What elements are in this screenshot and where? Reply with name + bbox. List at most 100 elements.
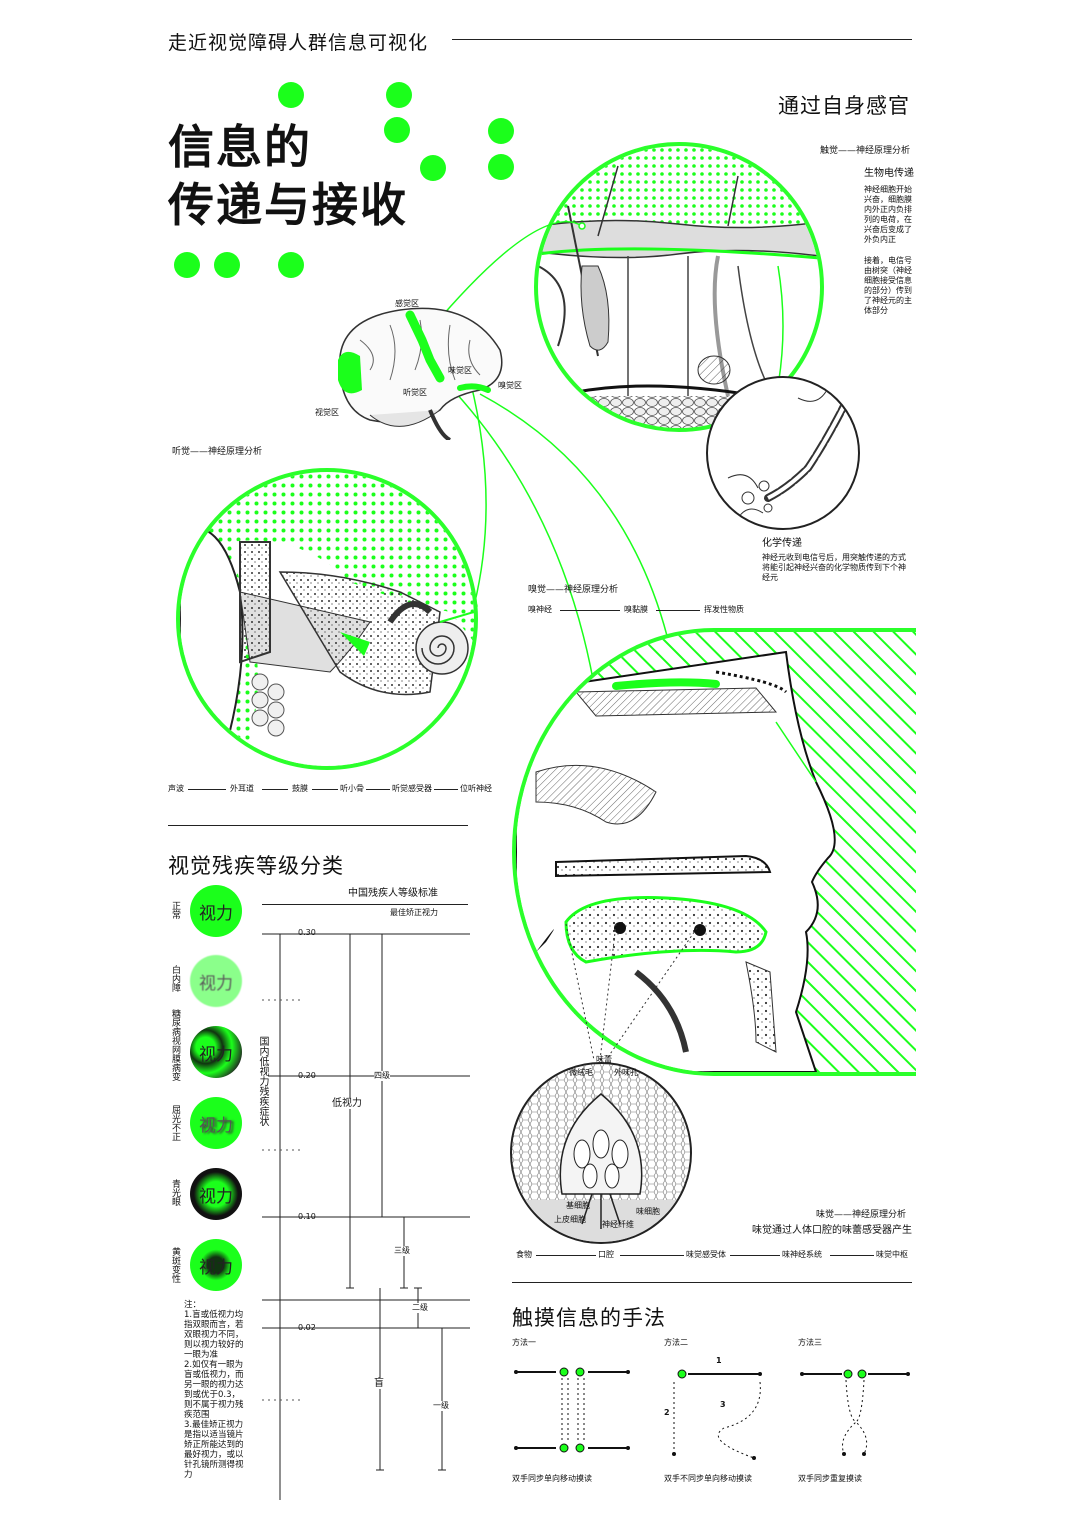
brain-label-smell: 嗅觉区 [498, 381, 522, 390]
hearing-step-3: 鼓膜 [292, 784, 308, 793]
brain-label-sense: 感觉区 [395, 299, 419, 308]
condition-name: 糖尿病视网膜病变 [170, 1009, 180, 1081]
method-2: 方法二 1 2 3 双手不同步单向移动摸读 [664, 1338, 784, 1498]
method-1-diagram [514, 1367, 630, 1453]
main-title-line2: 传递与接收 [168, 178, 408, 232]
taste-bud-illustration [510, 1062, 692, 1244]
hearing-step-6: 位听神经 [460, 784, 492, 793]
grading-standard-rule [262, 904, 468, 905]
vision-sample: 视力 [190, 955, 242, 1007]
tick-010: 0.10 [298, 1212, 316, 1221]
section-rule-right [512, 1282, 912, 1283]
method-1: 方法一 双手同步单向移动摸读 [512, 1338, 642, 1498]
section-rule-left [168, 825, 468, 826]
grading-notes: 注： 1.盲或低视力均指双眼而言，若双眼视力不同，则以视力较好的一眼为准 2.如… [184, 1300, 244, 1480]
level-3: 三级 [394, 1246, 410, 1256]
main-title-line1: 信息的 [168, 120, 312, 174]
vision-sample: 视力 [190, 885, 242, 937]
ear-illustration [176, 468, 478, 770]
head-illustration [512, 628, 916, 1076]
hearing-flow: 声波 外耳道 鼓膜 听小骨 听觉感受器 位听神经 [168, 784, 508, 796]
level-2: 二级 [412, 1303, 428, 1313]
bud-label-basal: 基细胞 [566, 1201, 590, 1210]
note-line: 2.如仅有一眼为盲或低视力，而另一眼的视力达到或优于0.3，则不属于视力残疾范围 [184, 1360, 244, 1420]
method-2-diagram [672, 1369, 762, 1460]
grading-standard: 中国残疾人等级标准 [348, 888, 438, 899]
bud-label-pore: 外味孔 [614, 1068, 638, 1077]
condition-name: 黄斑变性 [170, 1247, 180, 1283]
hearing-step-2: 外耳道 [230, 784, 254, 793]
neuron-illustration [706, 376, 860, 530]
smell-step-3: 挥发性物质 [704, 605, 744, 614]
hearing-step-1: 声波 [168, 784, 184, 793]
brain-label-vision: 视觉区 [315, 408, 339, 417]
bud-label-fiber: 神经纤维 [602, 1220, 634, 1229]
brain-label-taste: 味觉区 [448, 366, 472, 375]
note-line: 1.盲或低视力均指双眼而言，若双眼视力不同，则以视力较好的一眼为准 [184, 1310, 244, 1360]
method-2-caption: 双手不同步单向移动摸读 [664, 1474, 752, 1483]
method-3-caption: 双手同步重复摸读 [798, 1474, 862, 1483]
method-2-step-1: 1 [716, 1356, 722, 1365]
smell-step-1: 嗅神经 [528, 605, 552, 614]
condition-name: 白内障 [170, 965, 180, 992]
tick-020: 0.20 [298, 1071, 316, 1080]
touch-sub1: 生物电传递 [864, 168, 914, 179]
smell-step-2: 嗅黏膜 [624, 605, 648, 614]
brain-illustration [330, 300, 510, 440]
brain-label-hearing: 听觉区 [403, 388, 427, 397]
vision-sample: 视力 [190, 1097, 242, 1149]
tick-030: 0.30 [298, 928, 316, 937]
touch-heading: 触觉——神经原理分析 [820, 146, 911, 156]
smell-flow: 嗅神经 嗅黏膜 挥发性物质 [528, 605, 758, 617]
taste-desc: 味觉通过人体口腔的味蕾感受器产生 [752, 1225, 912, 1236]
blind-label: 盲 [374, 1378, 384, 1389]
condition-name: 青光眼 [170, 1179, 180, 1206]
grading-vertical-label: 国内低视力残疾症状 [256, 1036, 268, 1126]
tick-002: 0.02 [298, 1323, 316, 1332]
touch-sub2: 化学传递 [762, 538, 802, 549]
header-title: 走近视觉障碍人群信息可视化 [168, 32, 429, 54]
taste-heading: 味觉——神经原理分析 [816, 1210, 907, 1220]
method-2-step-2: 2 [664, 1408, 670, 1417]
taste-flow: 食物 口腔 味觉感受体 味神经系统 味觉中枢 [516, 1250, 916, 1262]
condition-list: 正常 视力 白内障 视力 糖尿病视网膜病变 视力 屈光不正 视力 青光眼 视力 … [168, 885, 248, 1305]
taste-step-4: 味神经系统 [782, 1250, 822, 1259]
grading-best: 最佳矫正视力 [390, 908, 438, 917]
smell-heading: 嗅觉——神经原理分析 [528, 585, 619, 595]
taste-step-5: 味觉中枢 [876, 1250, 908, 1259]
method-2-name: 方法二 [664, 1338, 688, 1347]
method-2-step-3: 3 [720, 1400, 726, 1409]
bud-label-microvilli: 微绒毛 [569, 1068, 593, 1077]
condition-name: 屈光不正 [170, 1105, 180, 1141]
condition-name: 正常 [170, 901, 180, 919]
hearing-step-5: 听觉感受器 [392, 784, 432, 793]
vision-sample: 视力 [190, 1168, 242, 1220]
level-1: 一级 [433, 1401, 449, 1411]
low-vision-label: 低视力 [332, 1098, 362, 1109]
touch-text1: 神经细胞开始兴奋，细胞膜内外正内负排列的电荷，在兴奋后变成了外负内正 [864, 185, 912, 244]
hearing-step-4: 听小骨 [340, 784, 364, 793]
method-1-caption: 双手同步单向移动摸读 [512, 1474, 592, 1483]
header-rule [452, 39, 912, 40]
level-4: 四级 [374, 1071, 390, 1081]
note-line: 注： [184, 1300, 202, 1310]
bud-label-epithelial: 上皮细胞 [554, 1215, 586, 1224]
touch-text3: 神经元收到电信号后，用突触传递的方式将能引起神经兴奋的化学物质传到下个神经元 [762, 553, 906, 582]
bud-label-bud: 味蕾 [596, 1055, 612, 1064]
vision-sample: 视力 [190, 1239, 242, 1291]
method-3: 方法三 双手同步重复摸读 [798, 1338, 918, 1498]
senses-title: 通过自身感官 [778, 94, 910, 118]
touch-text2: 接着，电信号由树突（神经细胞接受信息的部分）传到了神经元的主体部分 [864, 256, 912, 315]
vision-sample: 视力 [190, 1026, 242, 1078]
grading-title: 视觉残疾等级分类 [168, 854, 344, 878]
method-3-name: 方法三 [798, 1338, 822, 1347]
hearing-heading: 听觉——神经原理分析 [172, 447, 263, 457]
touch-methods-title: 触摸信息的手法 [512, 1306, 666, 1330]
taste-step-3: 味觉感受体 [686, 1250, 726, 1259]
note-line: 3.最佳矫正视力是指以适当镜片矫正所能达到的最好视力，或以针孔镜所测得视力 [184, 1420, 244, 1480]
method-1-name: 方法一 [512, 1338, 536, 1347]
bud-label-taste-cell: 味细胞 [636, 1207, 660, 1216]
method-3-diagram [800, 1369, 910, 1456]
taste-step-2: 口腔 [598, 1250, 614, 1259]
taste-step-1: 食物 [516, 1250, 532, 1259]
